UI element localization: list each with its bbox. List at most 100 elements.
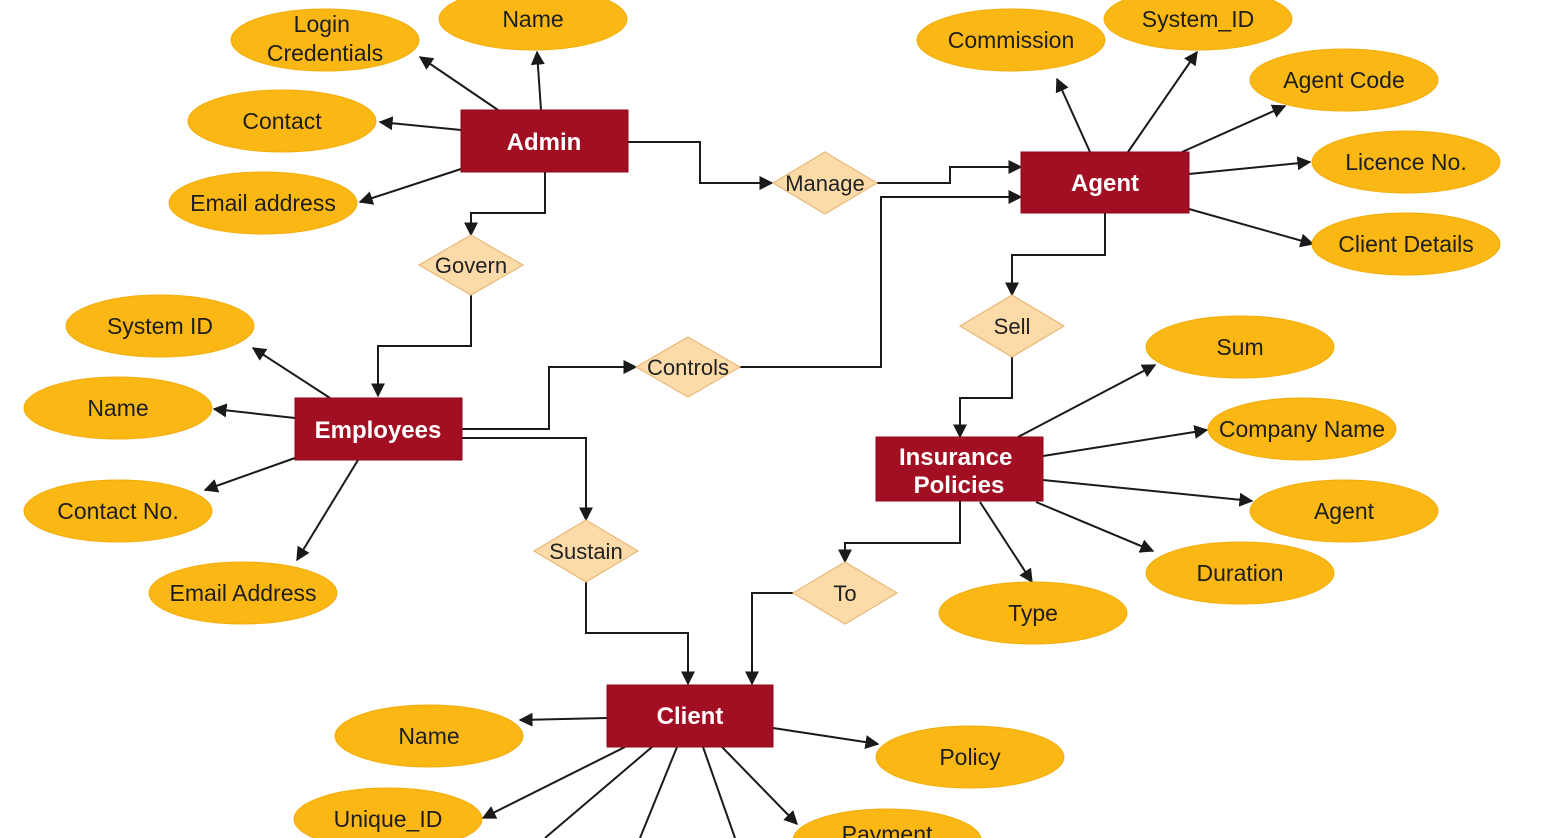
attr-admin-email-label: Email address xyxy=(190,190,336,216)
edge-emp-sustain xyxy=(462,437,593,522)
edge-client-name xyxy=(518,712,608,727)
attr-agent-licence: Licence No. xyxy=(1311,130,1501,194)
attr-ins-company-label: Company Name xyxy=(1219,416,1385,442)
attr-client-payment: Payment xyxy=(792,808,982,838)
attr-ins-agent: Agent xyxy=(1249,479,1439,543)
edge-ins-sum xyxy=(1017,364,1157,438)
attr-emp-name-label: Name xyxy=(87,395,148,421)
edge-client-policy xyxy=(772,727,880,750)
edge-govern-employees xyxy=(371,295,472,398)
edge-client-payment xyxy=(721,746,798,826)
attr-client-uniqueid-label: Unique_ID xyxy=(334,806,443,832)
edge-client-uniqueid xyxy=(481,746,626,819)
edge-sustain-client xyxy=(585,582,695,686)
attr-ins-agent-label: Agent xyxy=(1314,498,1375,524)
edge-emp-email xyxy=(296,459,359,562)
entity-admin: Admin xyxy=(460,109,629,173)
attributes: Login Credentials Name Contact Email add… xyxy=(23,0,1501,838)
entity-agent: Agent xyxy=(1020,151,1190,214)
attr-admin-email: Email address xyxy=(168,171,358,235)
attr-agent-systemid: System_ID xyxy=(1103,0,1293,51)
edges xyxy=(203,50,1315,838)
entity-insurance-line1: Insurance xyxy=(899,444,1012,471)
edge-emp-systemid xyxy=(251,347,331,399)
entities: Admin Agent Employees Insurance Policies… xyxy=(294,109,1190,748)
entity-employees: Employees xyxy=(294,397,463,461)
rel-sustain: Sustain xyxy=(532,519,640,583)
attr-admin-name-label: Name xyxy=(502,6,563,32)
edge-client-extra-3 xyxy=(702,746,736,838)
rel-govern-label: Govern xyxy=(435,253,507,278)
edge-agent-clientdetails xyxy=(1188,208,1315,248)
edge-admin-contact xyxy=(378,116,462,131)
edge-admin-govern xyxy=(464,172,546,237)
attr-admin-login-line2: Credentials xyxy=(267,40,383,66)
attr-emp-name: Name xyxy=(23,376,213,440)
rel-controls: Controls xyxy=(634,336,742,398)
attr-agent-licence-label: Licence No. xyxy=(1345,149,1466,175)
attr-admin-login: Login Credentials xyxy=(230,8,420,72)
attr-ins-company: Company Name xyxy=(1207,397,1397,461)
edge-to-client xyxy=(745,592,793,686)
svg-text:Login Credentials: Login Credentials xyxy=(267,11,383,66)
attr-agent-commission-label: Commission xyxy=(948,27,1075,53)
rel-to-label: To xyxy=(833,581,856,606)
attr-agent-commission: Commission xyxy=(916,8,1106,72)
attr-emp-systemid: System ID xyxy=(65,294,255,358)
edge-agent-systemid xyxy=(1127,50,1198,153)
attr-agent-systemid-label: System_ID xyxy=(1142,6,1254,32)
attr-agent-agentcode: Agent Code xyxy=(1249,48,1439,112)
attr-emp-email: Email Address xyxy=(148,561,338,625)
attr-emp-email-label: Email Address xyxy=(169,580,316,606)
attr-ins-duration-label: Duration xyxy=(1197,560,1284,586)
rel-sustain-label: Sustain xyxy=(549,539,622,564)
edge-agent-licence xyxy=(1188,156,1312,175)
edge-agent-commission xyxy=(1055,77,1091,153)
attr-client-uniqueid: Unique_ID xyxy=(293,787,483,838)
edge-ins-to xyxy=(838,501,961,564)
rel-manage-label: Manage xyxy=(785,171,865,196)
attr-client-policy: Policy xyxy=(875,725,1065,789)
attr-admin-name: Name xyxy=(438,0,628,51)
attr-client-name-label: Name xyxy=(398,723,459,749)
svg-text:Insurance Policies: Insurance Policies xyxy=(899,444,1019,499)
attr-client-name: Name xyxy=(334,704,524,768)
relationships: Manage Govern Controls Sell Sustain To xyxy=(417,151,1066,625)
attr-ins-duration: Duration xyxy=(1145,541,1335,605)
attr-ins-type: Type xyxy=(938,581,1128,645)
entity-client: Client xyxy=(606,684,774,748)
rel-govern: Govern xyxy=(417,234,525,296)
rel-manage: Manage xyxy=(771,151,879,215)
rel-controls-label: Controls xyxy=(647,355,729,380)
rel-sell: Sell xyxy=(958,294,1066,358)
edge-admin-name xyxy=(530,50,545,111)
attr-client-payment-label: Payment xyxy=(842,821,933,838)
entity-insurance-line2: Policies xyxy=(914,472,1005,499)
entity-insurance-policies: Insurance Policies xyxy=(875,436,1044,502)
attr-ins-type-label: Type xyxy=(1008,600,1058,626)
edge-admin-email xyxy=(358,168,462,205)
attr-admin-contact-label: Contact xyxy=(242,108,322,134)
edge-emp-name xyxy=(212,403,296,419)
edge-agent-sell xyxy=(1005,213,1106,297)
edge-ins-duration xyxy=(1035,501,1155,553)
edge-client-extra-1 xyxy=(544,746,653,838)
attr-admin-login-line1: Login xyxy=(294,11,350,37)
edge-controls-agent xyxy=(740,190,1023,368)
edge-emp-contact xyxy=(203,457,296,493)
attr-emp-contact-label: Contact No. xyxy=(57,498,178,524)
rel-sell-label: Sell xyxy=(994,314,1031,339)
edge-client-extra-2 xyxy=(639,746,678,838)
edge-admin-manage xyxy=(628,141,774,190)
rel-to: To xyxy=(791,561,899,625)
entity-admin-label: Admin xyxy=(507,129,582,156)
edge-emp-controls xyxy=(462,360,638,430)
attr-emp-contact: Contact No. xyxy=(23,479,213,543)
entity-employees-label: Employees xyxy=(315,417,442,444)
edge-sell-insurance xyxy=(953,357,1013,439)
attr-emp-systemid-label: System ID xyxy=(107,313,213,339)
attr-ins-sum-label: Sum xyxy=(1216,334,1263,360)
edge-agent-agentcode xyxy=(1181,104,1287,153)
entity-client-label: Client xyxy=(657,703,724,730)
